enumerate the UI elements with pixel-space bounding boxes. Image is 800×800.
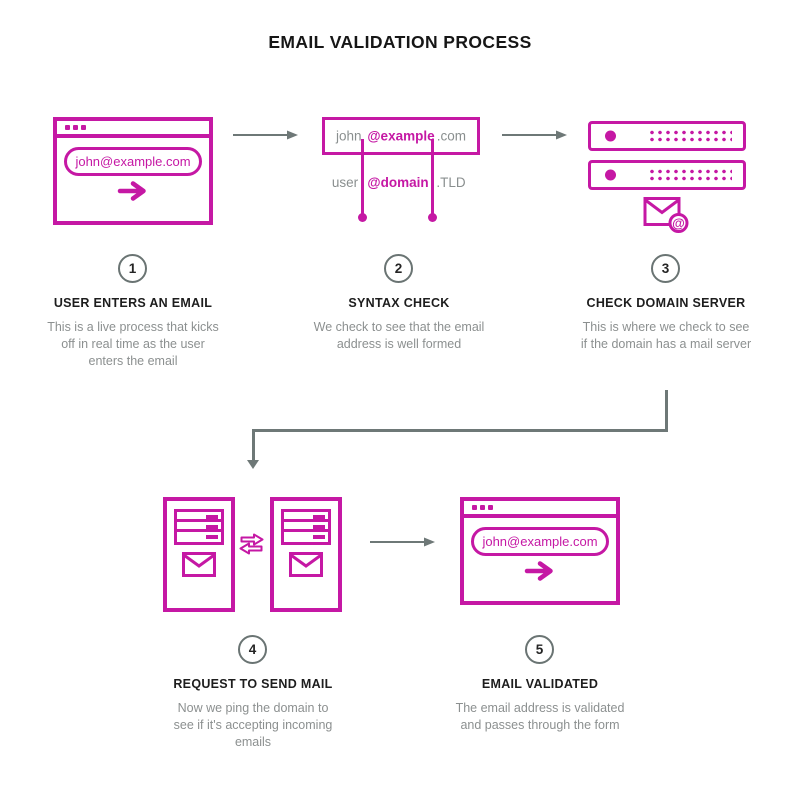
rack-slot-bar	[206, 535, 218, 539]
step-description: This is where we check to see if the dom…	[580, 320, 752, 351]
email-input-pill: john@example.com	[471, 527, 609, 556]
server-dots-icon	[648, 129, 732, 142]
email-input-value: john@example.com	[482, 534, 598, 549]
step-number: 1	[128, 261, 137, 276]
step-description: This is a live process that kicks off in…	[47, 320, 219, 368]
step-title: CHECK DOMAIN SERVER	[586, 296, 746, 310]
syntax-tld-token: .com	[436, 128, 466, 144]
step-title: REQUEST TO SEND MAIL	[173, 677, 333, 691]
rack-slot-bar	[313, 515, 325, 519]
browser-titlebar	[57, 121, 209, 138]
server-dots-icon	[648, 168, 732, 181]
flow-arrow-icon	[370, 537, 435, 547]
submit-arrow-icon	[524, 561, 553, 581]
rack-slot	[284, 522, 328, 532]
separator-dot-icon	[358, 213, 367, 222]
rack-slot-bar	[313, 535, 325, 539]
email-input-value: john@example.com	[75, 154, 191, 169]
browser-titlebar	[464, 501, 616, 518]
window-dot-icon	[81, 125, 86, 130]
syntax-user-token: john	[336, 128, 362, 144]
step-number-badge: 3	[651, 254, 680, 283]
separator-dot-icon	[428, 213, 437, 222]
envelope-icon	[289, 552, 323, 577]
window-dot-icon	[472, 505, 477, 510]
connector-line	[252, 429, 668, 432]
server-rack-icon	[588, 160, 746, 190]
tower-server-icon	[163, 497, 235, 612]
submit-arrow-icon	[117, 181, 146, 201]
step-title: EMAIL VALIDATED	[481, 677, 599, 691]
diagram-title: EMAIL VALIDATION PROCESS	[268, 32, 532, 52]
rack-slot	[284, 512, 328, 522]
syntax-domain-token: @example	[367, 128, 435, 144]
email-input-pill: john@example.com	[64, 147, 202, 176]
connector-line	[665, 390, 668, 432]
rack-slots-icon	[281, 509, 331, 545]
schema-user-label: user	[331, 175, 359, 190]
step-number-badge: 1	[118, 254, 147, 283]
schema-domain-label: @domain	[367, 175, 429, 190]
tower-server-icon	[270, 497, 342, 612]
browser-window-icon: john@example.com	[460, 497, 620, 605]
step-description: We check to see that the email address i…	[313, 320, 485, 351]
step-title: SYNTAX CHECK	[348, 296, 450, 310]
window-dot-icon	[488, 505, 493, 510]
window-dot-icon	[480, 505, 485, 510]
rack-slot-bar	[206, 515, 218, 519]
rack-slot	[177, 512, 221, 522]
step-description: Now we ping the domain to see if it's ac…	[173, 701, 333, 749]
step-description: The email address is validated and passe…	[455, 701, 625, 732]
rack-slot-bar	[206, 525, 218, 529]
step-number-badge: 2	[384, 254, 413, 283]
envelope-icon	[182, 552, 216, 577]
mail-at-icon: @	[643, 197, 689, 233]
schema-tld-label: .TLD	[436, 175, 466, 190]
flow-arrow-icon	[233, 130, 298, 140]
connector-arrowhead-icon	[247, 460, 259, 469]
swap-arrows-icon	[239, 533, 264, 555]
separator-line	[431, 139, 434, 215]
step-number-badge: 4	[238, 635, 267, 664]
syntax-check-box: john @example .com	[322, 117, 480, 155]
separator-line	[361, 139, 364, 215]
server-rack-icon	[588, 121, 746, 151]
step-number: 2	[394, 261, 403, 276]
window-dot-icon	[73, 125, 78, 130]
browser-window-icon: john@example.com	[53, 117, 213, 225]
flow-arrow-icon	[502, 130, 567, 140]
rack-slots-icon	[174, 509, 224, 545]
step-number: 5	[535, 642, 544, 657]
at-symbol-glyph: @	[672, 216, 685, 231]
rack-slot	[284, 532, 328, 542]
server-led-icon	[605, 130, 616, 142]
step-title: USER ENTERS AN EMAIL	[53, 296, 213, 310]
window-dot-icon	[65, 125, 70, 130]
step-number-badge: 5	[525, 635, 554, 664]
rack-slot	[177, 532, 221, 542]
step-number: 3	[661, 261, 670, 276]
rack-slot-bar	[313, 525, 325, 529]
rack-slot	[177, 522, 221, 532]
server-led-icon	[605, 169, 616, 181]
step-number: 4	[248, 642, 257, 657]
connector-line	[252, 429, 255, 461]
